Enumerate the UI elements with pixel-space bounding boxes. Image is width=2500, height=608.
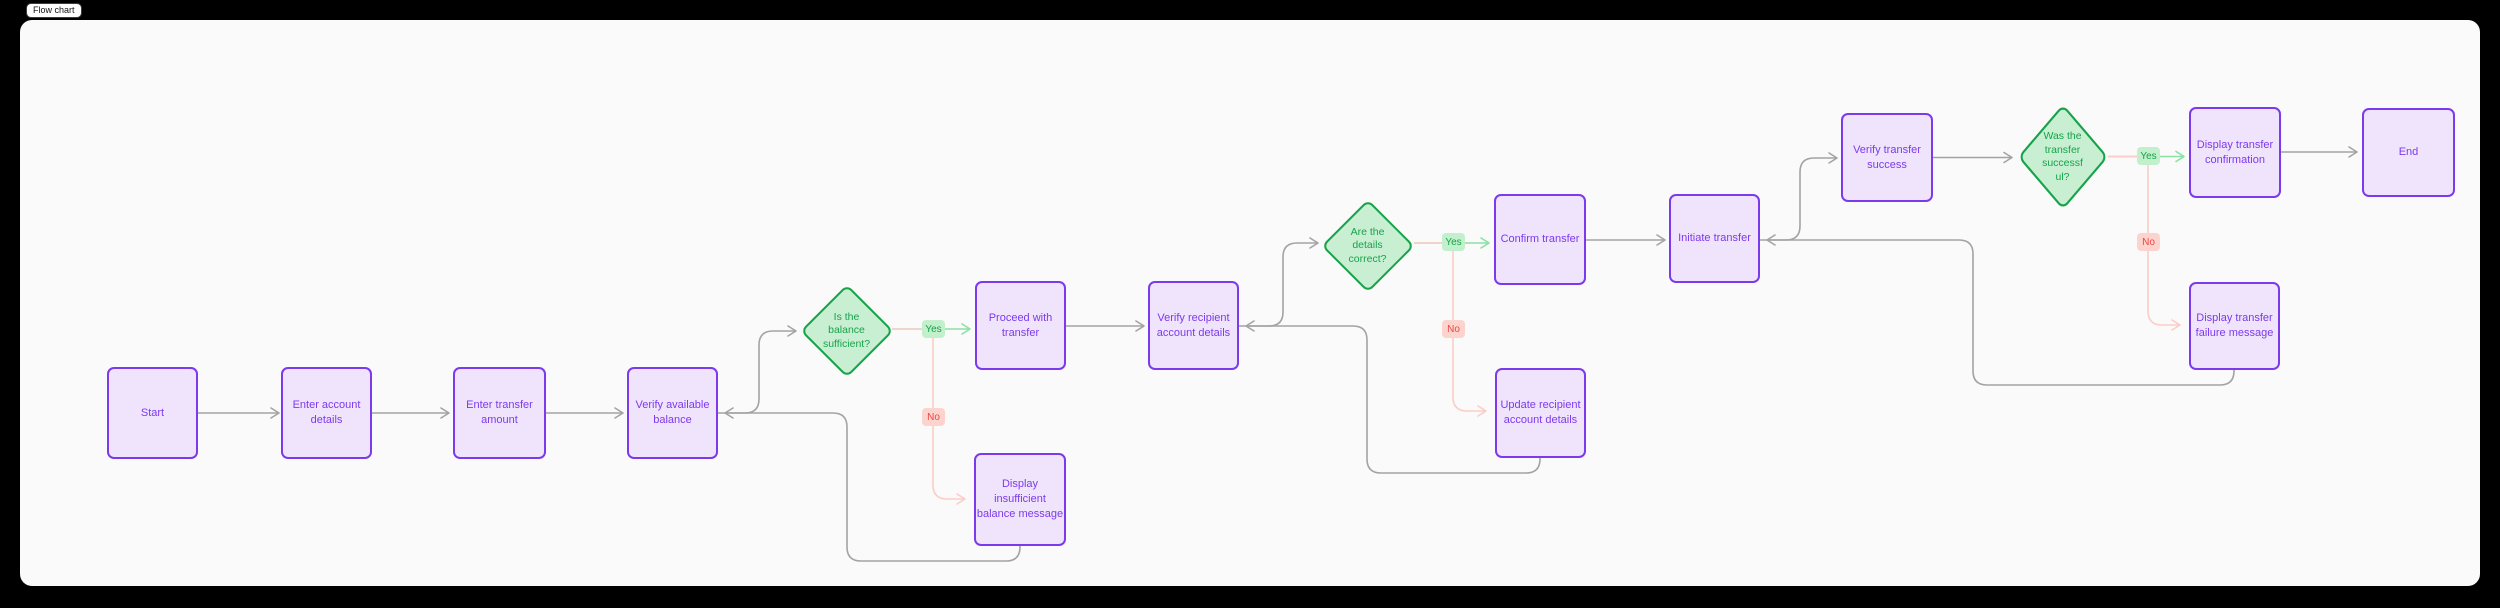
decision-label: Was the transfer successf ul? — [2042, 130, 2083, 183]
node-display-transfer-confirmation[interactable]: Display transfer confirmation — [2189, 107, 2281, 198]
node-enter-transfer-amount[interactable]: Enter transfer amount — [453, 367, 546, 459]
node-label: Update recipient account details — [1500, 399, 1581, 426]
edge-initiate-transfer-to-verify-transfer-success[interactable] — [1760, 152, 1838, 241]
no-badge-details-correct[interactable]: No — [1442, 320, 1465, 338]
node-label: Verify recipient account details — [1156, 311, 1231, 339]
node-start[interactable]: Start — [107, 367, 198, 459]
no-badge-balance-sufficient[interactable]: No — [922, 408, 945, 426]
node-label: Display transfer failure message — [2195, 312, 2274, 339]
node-label: Enter transfer amount — [466, 399, 533, 426]
node-label: Enter account details — [292, 399, 361, 426]
node-proceed-with-transfer[interactable]: Proceed with transfer — [975, 281, 1066, 370]
decision-is-balance-sufficient[interactable]: Is the balance sufficient? — [799, 283, 894, 378]
flow-chart-type-badge: Flow chart — [26, 3, 82, 18]
node-enter-account-details[interactable]: Enter account details — [281, 367, 372, 459]
node-confirm-transfer[interactable]: Confirm transfer — [1494, 194, 1586, 285]
edge-verify-available-balance-to-is-balance-sufficient[interactable] — [718, 325, 797, 414]
yes-badge-balance-sufficient[interactable]: Yes — [922, 320, 945, 338]
node-verify-recipient-account-details[interactable]: Verify recipient account details — [1148, 281, 1239, 370]
decision-label: Is the balance sufficient? — [822, 310, 871, 350]
decision-was-transfer-successful[interactable]: Was the transfer successf ul? — [2017, 104, 2108, 210]
node-display-transfer-failure-message[interactable]: Display transfer failure message — [2189, 282, 2280, 370]
node-label: Start — [140, 406, 165, 419]
node-display-insufficient-balance-message[interactable]: Display insufficient balance message — [974, 453, 1066, 546]
node-label: Display insufficient balance message — [976, 478, 1064, 520]
node-label: Confirm transfer — [1500, 233, 1580, 245]
node-label: End — [2398, 146, 2419, 158]
edge-verify-recipient-to-are-details-correct[interactable] — [1239, 237, 1319, 327]
node-verify-transfer-success[interactable]: Verify transfer success — [1841, 113, 1933, 202]
yes-badge-details-correct[interactable]: Yes — [1442, 233, 1465, 251]
node-label: Initiate transfer — [1678, 232, 1751, 244]
edge-update-recipient-to-verify-recipient[interactable] — [1245, 320, 1541, 474]
decision-label: Are the details correct? — [1348, 225, 1387, 265]
node-end[interactable]: End — [2362, 108, 2455, 197]
no-badge-transfer-successful[interactable]: No — [2137, 233, 2160, 251]
edge-display-insufficient-to-verify-available-balance[interactable] — [724, 407, 1021, 562]
edge-display-failure-to-initiate-transfer[interactable] — [1766, 234, 2235, 386]
yes-badge-transfer-successful[interactable]: Yes — [2137, 147, 2160, 165]
node-label: Verify transfer success — [1853, 143, 1921, 171]
node-initiate-transfer[interactable]: Initiate transfer — [1669, 194, 1760, 283]
node-update-recipient-account-details[interactable]: Update recipient account details — [1495, 368, 1586, 458]
node-label: Proceed with transfer — [988, 311, 1053, 339]
node-verify-available-balance[interactable]: Verify available balance — [627, 367, 718, 459]
decision-are-details-correct[interactable]: Are the details correct? — [1320, 198, 1415, 293]
node-label: Display transfer confirmation — [2196, 138, 2274, 166]
node-label: Verify available balance — [635, 399, 710, 426]
